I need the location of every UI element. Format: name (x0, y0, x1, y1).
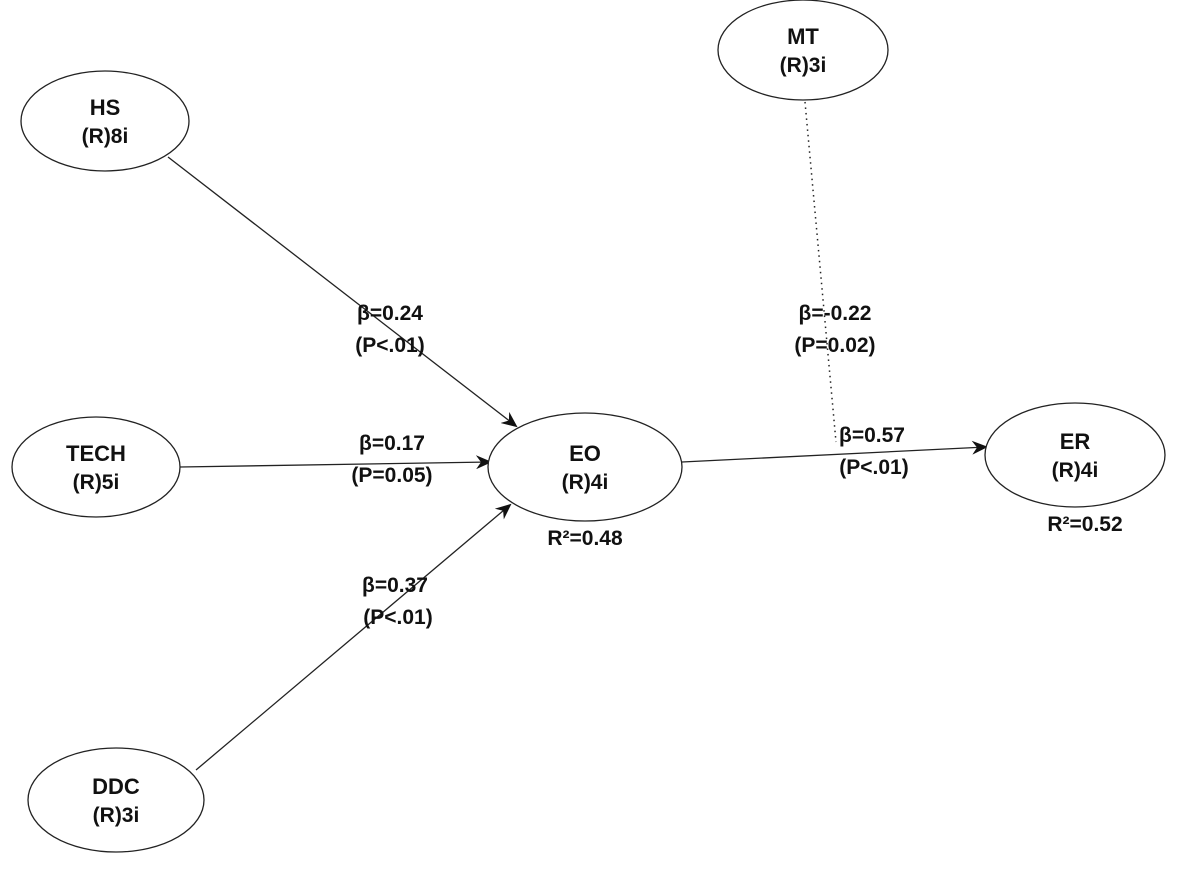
path-arrow-hs-eo (167, 156, 518, 428)
r-squared: R²=0.48 (547, 527, 623, 550)
construct-indicators: (R)4i (1052, 459, 1099, 482)
construct-indicators: (R)4i (562, 471, 609, 494)
construct-indicators: (R)8i (82, 125, 129, 148)
path-p-value: (P=0.05) (351, 464, 432, 487)
path-coefficient: β=0.37 (362, 574, 428, 597)
construct-ddc: DDC (R)3i (27, 747, 205, 853)
path-p-value: (P<.01) (363, 606, 432, 629)
construct-name: ER (1060, 429, 1091, 454)
construct-ellipse (984, 402, 1166, 508)
path-arrow-eo-er (681, 440, 988, 463)
construct-ellipse (717, 0, 889, 101)
construct-name: TECH (66, 441, 126, 466)
construct-name: EO (569, 441, 601, 466)
construct-ellipse (11, 416, 181, 518)
construct-name: HS (90, 95, 121, 120)
construct-ellipse (27, 747, 205, 853)
path-arrow-mt-eo-er (804, 101, 837, 443)
construct-name: DDC (92, 774, 140, 799)
construct-indicators: (R)5i (73, 471, 120, 494)
path-arrow-ddc-eo (195, 503, 512, 771)
construct-tech: TECH (R)5i (11, 416, 181, 518)
r-squared: R²=0.52 (1047, 513, 1122, 536)
path-coefficient: β=0.17 (359, 432, 425, 455)
path-coefficient: β=-0.22 (799, 302, 872, 325)
path-p-value: (P<.01) (839, 456, 908, 479)
construct-mt: MT (R)3i (717, 0, 889, 101)
construct-ellipse (487, 412, 683, 522)
path-coefficient: β=0.24 (357, 302, 423, 325)
path-coefficient: β=0.57 (839, 424, 905, 447)
construct-hs: HS (R)8i (20, 70, 190, 172)
path-p-value: (P=0.02) (794, 334, 875, 357)
construct-indicators: (R)3i (780, 54, 827, 77)
construct-name: MT (787, 24, 819, 49)
construct-ellipse (20, 70, 190, 172)
construct-indicators: (R)3i (93, 804, 140, 827)
path-arrow-tech-eo (179, 455, 492, 470)
path-p-value: (P<.01) (355, 334, 424, 357)
